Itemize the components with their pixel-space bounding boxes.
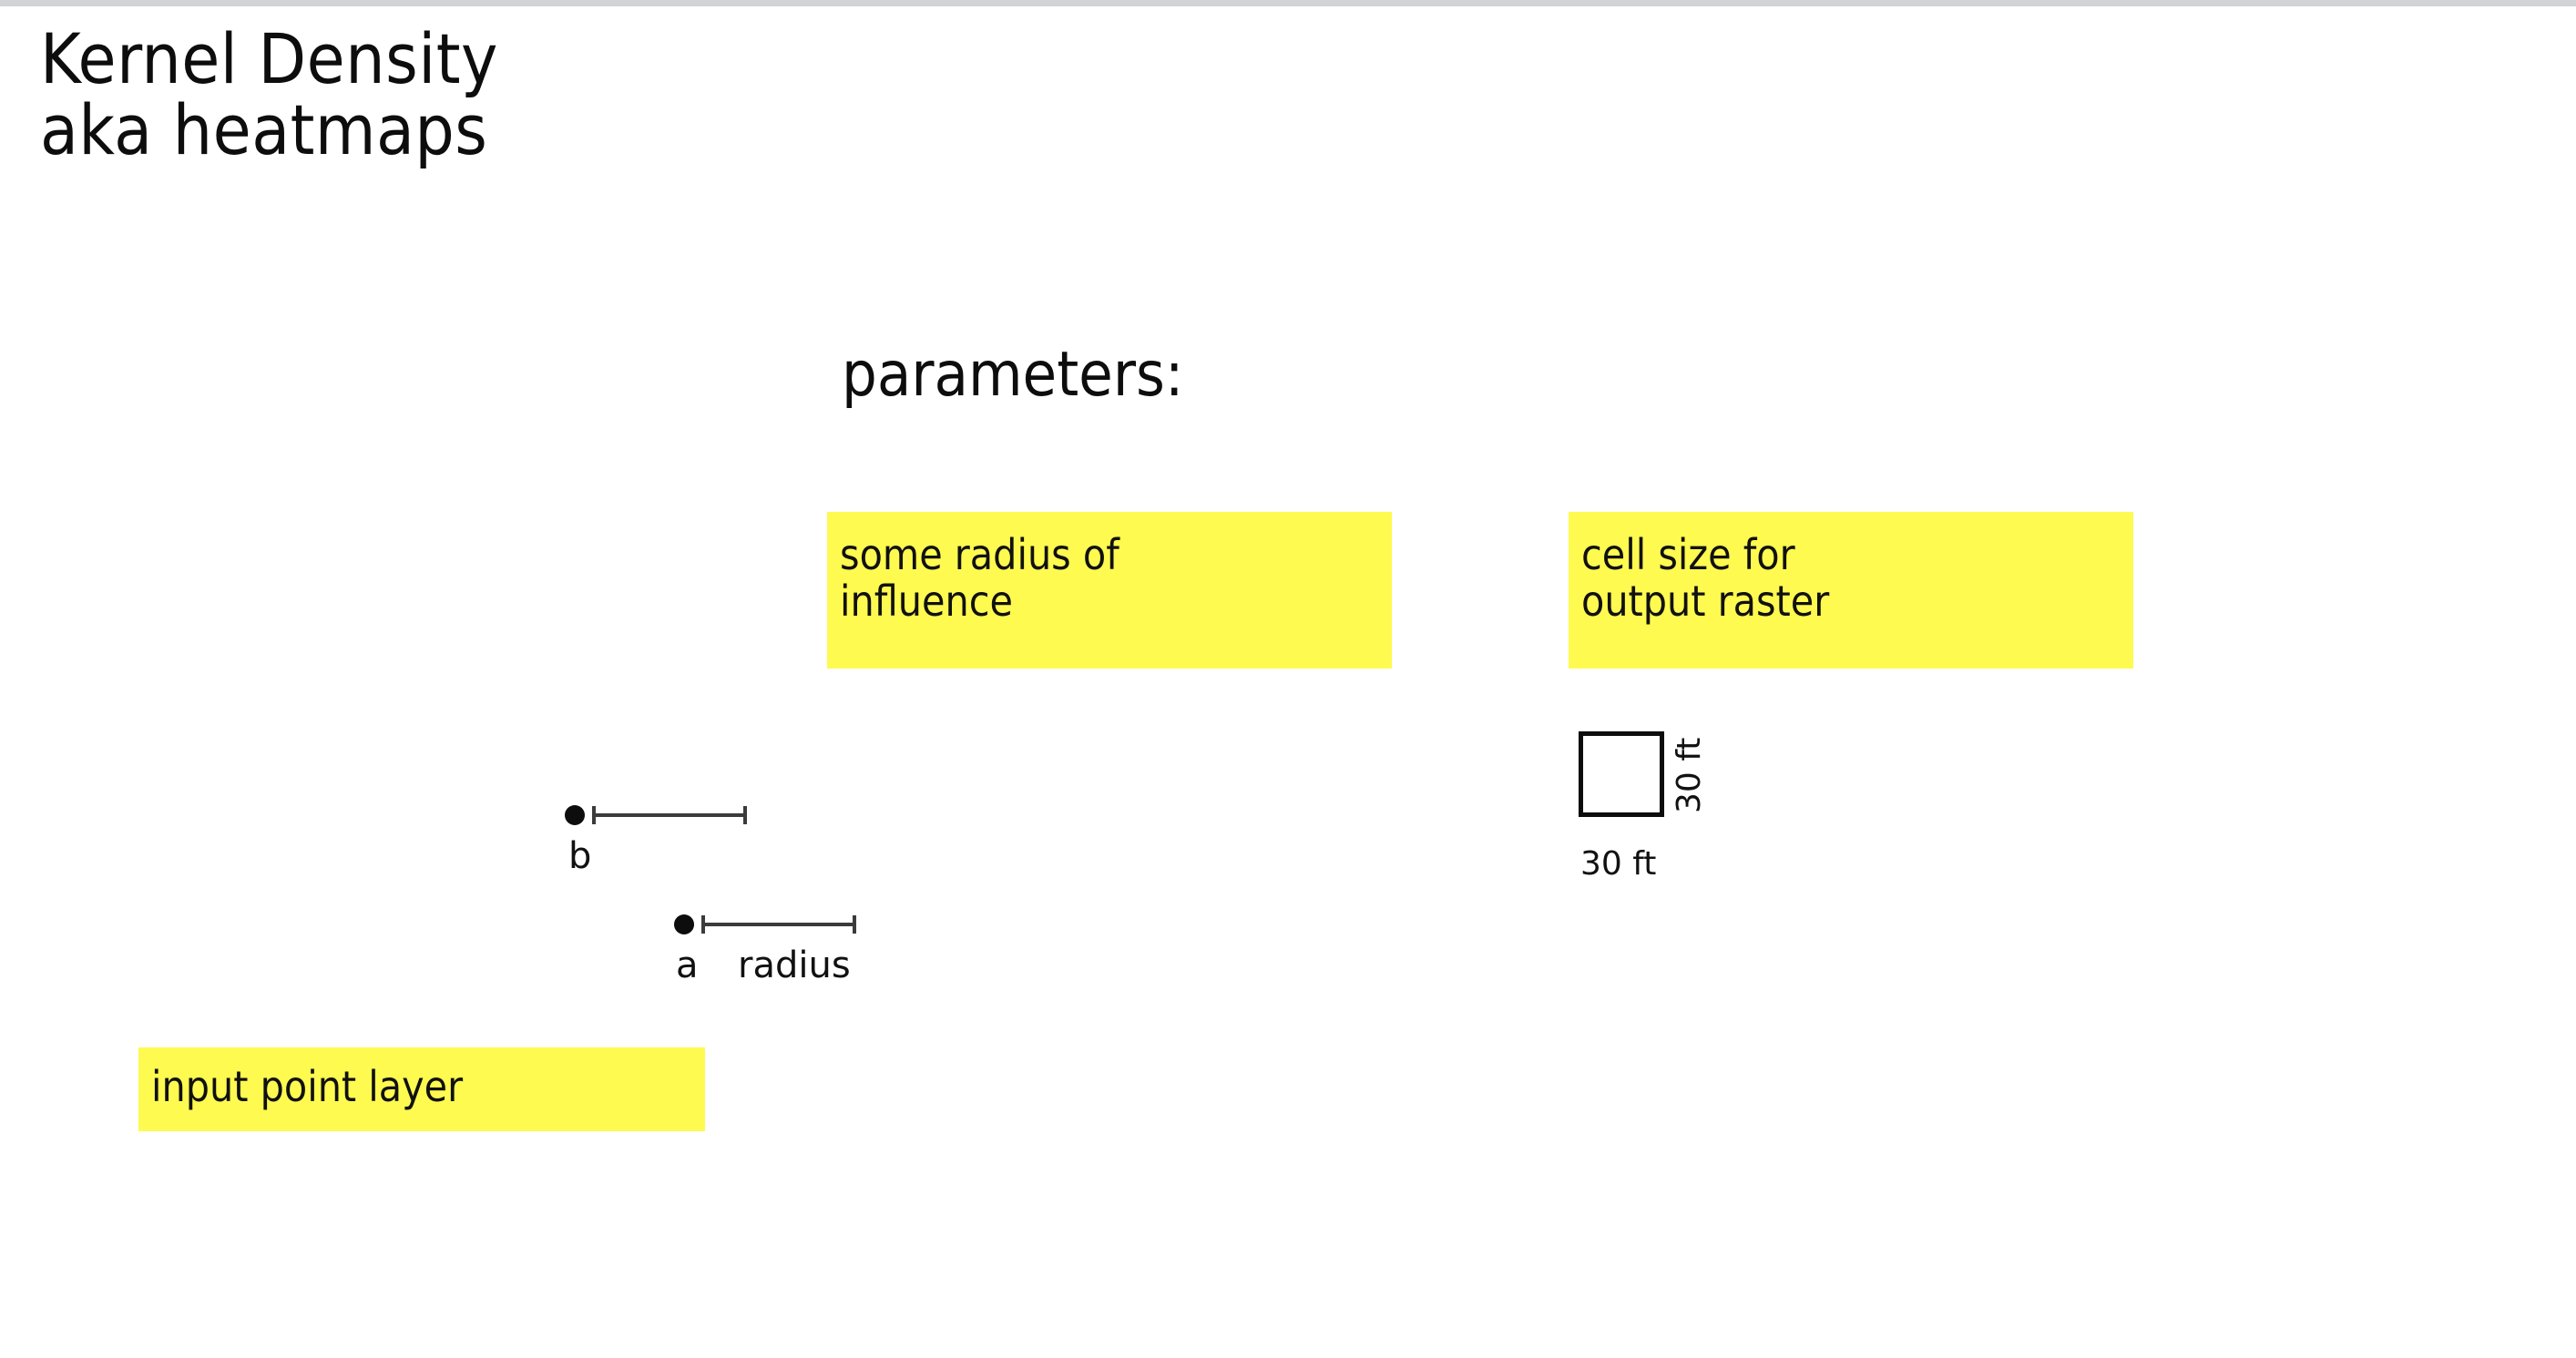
point-label-a: a [676, 944, 699, 986]
cell-size-label-horizontal: 30 ft [1580, 845, 1657, 883]
measure-line-icon [702, 923, 855, 926]
point-dot-icon [565, 805, 585, 825]
raster-cell-square-icon [1579, 731, 1664, 817]
measure-label-radius: radius [738, 944, 851, 986]
title-line-primary: Kernel Density [40, 18, 498, 99]
callout-cell-size: cell size for output raster [1569, 512, 2133, 669]
callout-radius-of-influence: some radius of influence [827, 512, 1392, 669]
measure-cap-right-icon [853, 915, 856, 934]
measure-line-icon [593, 813, 746, 817]
window-chrome-bar [0, 0, 2576, 6]
point-dot-icon [674, 914, 694, 934]
cell-size-label-vertical: 30 ft [1671, 737, 1708, 813]
callout-input-point-layer: input point layer [138, 1047, 705, 1131]
title-line-secondary: aka heatmaps [40, 88, 488, 170]
measure-cap-right-icon [743, 806, 747, 824]
parameters-heading: parameters: [842, 339, 1184, 411]
page-title: Kernel Density aka heatmaps [40, 24, 1133, 165]
point-label-b: b [568, 835, 592, 877]
